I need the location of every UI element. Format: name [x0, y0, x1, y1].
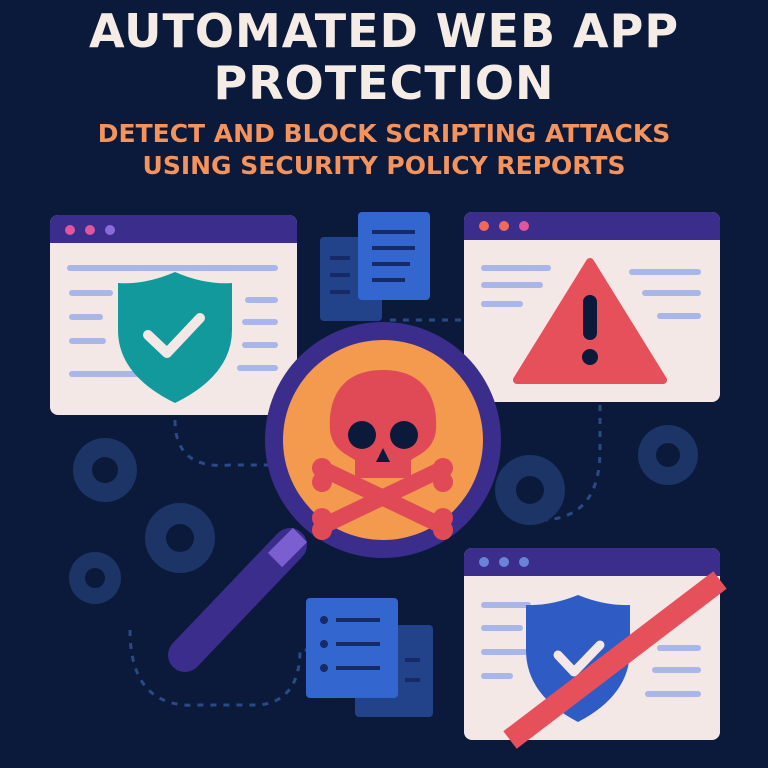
subtitle-line-2: USING SECURITY POLICY REPORTS — [142, 151, 626, 180]
browser-window-blocked — [464, 548, 727, 749]
browser-window-warning — [464, 212, 720, 402]
skull-crossbones-icon — [312, 370, 453, 540]
document-icon — [306, 598, 433, 717]
title-line-2: PROTECTION — [213, 56, 555, 110]
dashed-connectors — [128, 318, 602, 707]
title-line-1: AUTOMATED WEB APP — [88, 4, 680, 58]
browser-window-safe — [50, 215, 297, 415]
blocked-shield-icon — [526, 595, 630, 722]
document-icon — [320, 212, 430, 321]
gear-icon — [69, 425, 698, 604]
subtitle-line-1: DETECT AND BLOCK SCRIPTING ATTACKS — [97, 119, 671, 148]
